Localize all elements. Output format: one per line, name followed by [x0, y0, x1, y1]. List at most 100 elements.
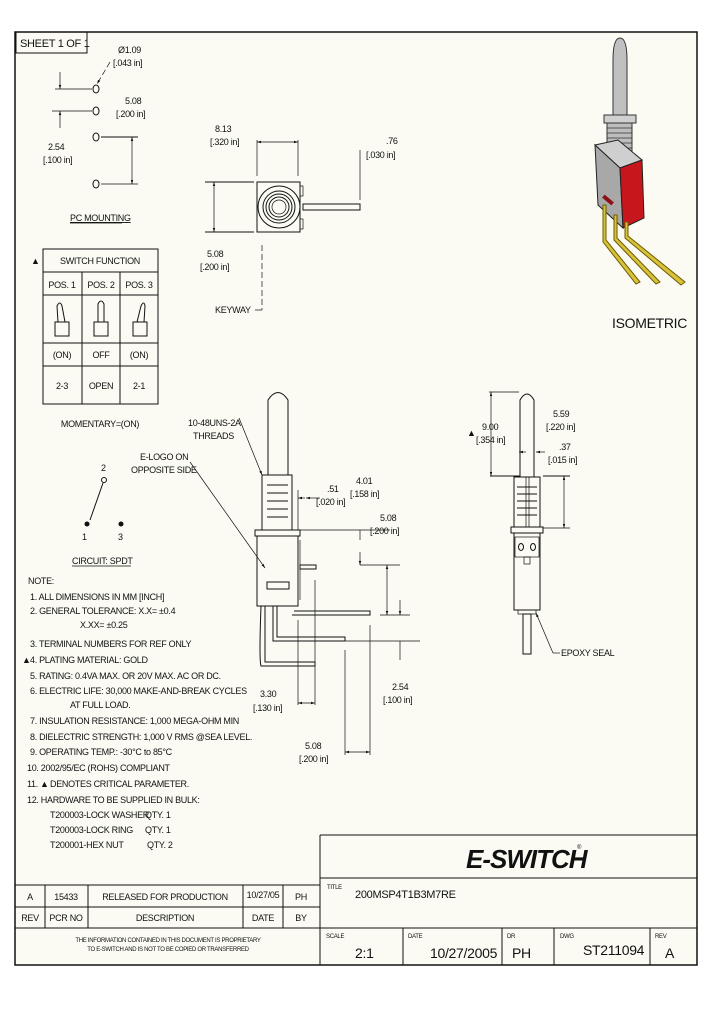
elogo-note: E-LOGO ON: [140, 452, 188, 462]
top-view: 8.13 [.320 in] 5.08 [.200 in] .76 [.030 …: [200, 124, 398, 315]
title-block: E-SWITCH ® TITLE 200MSP4T1B3M7RE SCALE 2…: [319, 834, 697, 965]
critical-parameter-icon: ▲: [467, 428, 476, 438]
top-width-in: [.320 in]: [210, 137, 239, 147]
hole-diameter: Ø1.09: [118, 45, 141, 55]
front-view: 10-48UNS-2A THREADS E-LOGO ON OPPOSITE S…: [131, 392, 420, 764]
hardware-part: T200003-LOCK WASHER: [50, 810, 150, 820]
threads-label: THREADS: [193, 431, 234, 441]
note-item: X.XX= ±0.25: [80, 620, 128, 630]
note-item: 7. INSULATION RESISTANCE: 1,000 MEGA-OHM…: [30, 716, 239, 726]
scale-label: SCALE: [326, 934, 344, 940]
hardware-part: T200001-HEX NUT: [50, 840, 124, 850]
hardware-qty: QTY. 1: [145, 810, 171, 820]
dim-d1: .51: [327, 484, 339, 494]
state-2: OFF: [92, 350, 110, 360]
terminal-2: 2: [101, 463, 106, 473]
note-item: DENOTES CRITICAL PARAMETER.: [50, 779, 189, 789]
revision-table: A 15433 RELEASED FOR PRODUCTION 10/27/05…: [15, 884, 320, 953]
top-height-in: [.200 in]: [200, 262, 229, 272]
note-item: 4. PLATING MATERIAL: GOLD: [30, 655, 148, 665]
drawing-border: [14, 31, 698, 966]
date-header: DATE: [252, 913, 274, 923]
circuit-1: 2-3: [56, 381, 68, 391]
note-item: AT FULL LOAD.: [70, 700, 130, 710]
date-label: DATE: [408, 934, 423, 940]
position-2: POS. 2: [87, 280, 115, 290]
critical-parameter-icon: ▲: [31, 256, 40, 266]
terminal-3: 3: [118, 532, 123, 542]
pc-mounting-label: PC MOUNTING: [70, 213, 131, 223]
side-dim-d3-in: [.015 in]: [548, 455, 577, 465]
toggle-pos1-icon: [54, 302, 70, 337]
pc-mounting-view: Ø1.09 [.043 in] 5.08 [.200 in] 2.54 [.10…: [43, 45, 146, 224]
dim-d6-in: [.200 in]: [299, 754, 328, 764]
pcr-value: 15433: [54, 892, 78, 902]
terminal-1: 1: [82, 532, 87, 542]
pitch-b-in: [.100 in]: [43, 155, 72, 165]
dim-d1-in: [.020 in]: [316, 497, 345, 507]
part-number-title: 200MSP4T1B3M7RE: [355, 889, 456, 901]
note-item: 11.: [27, 779, 38, 789]
circuit-2: OPEN: [89, 381, 113, 391]
note-item: 6. ELECTRIC LIFE: 30,000 MAKE-AND-BREAK …: [30, 686, 247, 696]
rev-value: A: [27, 892, 33, 902]
date-value: 10/27/05: [247, 890, 280, 900]
note-item: 1. ALL DIMENSIONS IN MM [INCH]: [30, 592, 164, 602]
note-item: 8. DIELECTRIC STRENGTH: 1,000 V RMS @SEA…: [30, 732, 252, 742]
side-dim-d3: .37: [559, 442, 571, 452]
circuit-diagram: 2 1 3 CIRCUIT: SPDT: [72, 463, 134, 567]
dim-d4: 3.30: [260, 689, 277, 699]
rev-letter: A: [665, 945, 675, 961]
hardware-qty: QTY. 1: [145, 825, 171, 835]
rev-header: REV: [21, 913, 39, 923]
pin-width-in: [.030 in]: [366, 150, 395, 160]
toggle-pos2-icon: [93, 300, 109, 337]
dwg-label: DWG: [560, 934, 574, 940]
momentary-note: MOMENTARY=(ON): [61, 419, 140, 429]
dim-d4-in: [.130 in]: [253, 703, 282, 713]
side-dim-d2-in: [.220 in]: [546, 422, 575, 432]
dim-d5: 2.54: [392, 682, 409, 692]
drawing-date: 10/27/2005: [430, 945, 498, 961]
scale-value: 2:1: [355, 945, 374, 961]
description-header: DESCRIPTION: [136, 913, 194, 923]
notes-heading: NOTE:: [28, 576, 54, 586]
pitch-a-in: [.200 in]: [116, 109, 145, 119]
isometric-label: ISOMETRIC: [612, 315, 687, 331]
sheet-number-box: SHEET 1 OF 1: [15, 31, 90, 54]
e-switch-logo: E-SWITCH: [466, 844, 589, 874]
note-item: 5. RATING: 0.4VA MAX. OR 20V MAX. AC OR …: [30, 671, 221, 681]
sheet-number: SHEET 1 OF 1: [20, 38, 90, 50]
dim-d3-in: [.200 in]: [370, 526, 399, 536]
position-1: POS. 1: [48, 280, 76, 290]
dim-d3: 5.08: [380, 513, 397, 523]
threads-spec: 10-48UNS-2A: [188, 418, 241, 428]
side-dim-d1: 9.00: [482, 422, 499, 432]
side-view: ▲ 9.00 [.354 in] 5.59 [.220 in] .37 [.01…: [467, 391, 615, 658]
note-item: 2. GENERAL TOLERANCE: X.X= ±0.4: [30, 606, 176, 616]
title-label: TITLE: [327, 885, 342, 891]
drawn-by-label: DR: [507, 934, 516, 940]
position-3: POS. 3: [125, 280, 153, 290]
dim-d5-in: [.100 in]: [383, 695, 412, 705]
dim-d2-in: [.158 in]: [350, 489, 379, 499]
hole-diameter-in: [.043 in]: [113, 58, 142, 68]
registered-mark: ®: [577, 844, 582, 851]
elogo-note-2: OPPOSITE SIDE: [131, 465, 197, 475]
proprietary-notice: THE INFORMATION CONTAINED IN THIS DOCUME…: [75, 938, 261, 944]
critical-parameter-icon: ▲: [40, 779, 49, 789]
side-dim-d1-in: [.354 in]: [476, 435, 505, 445]
circuit-3: 2-1: [133, 381, 145, 391]
note-item: 3. TERMINAL NUMBERS FOR REF ONLY: [30, 639, 192, 649]
keyway-label: KEYWAY: [215, 305, 251, 315]
notes: NOTE: 1. ALL DIMENSIONS IN MM [INCH] 2. …: [22, 576, 252, 850]
switch-function-title: SWITCH FUNCTION: [60, 256, 140, 266]
note-item: 9. OPERATING TEMP.: -30°C to 85°C: [30, 747, 173, 757]
dwg-number: ST211094: [583, 942, 645, 958]
top-height: 5.08: [207, 249, 224, 259]
pin-width: .76: [386, 136, 398, 146]
dim-d6: 5.08: [305, 741, 322, 751]
critical-parameter-icon: ▲: [22, 655, 31, 665]
